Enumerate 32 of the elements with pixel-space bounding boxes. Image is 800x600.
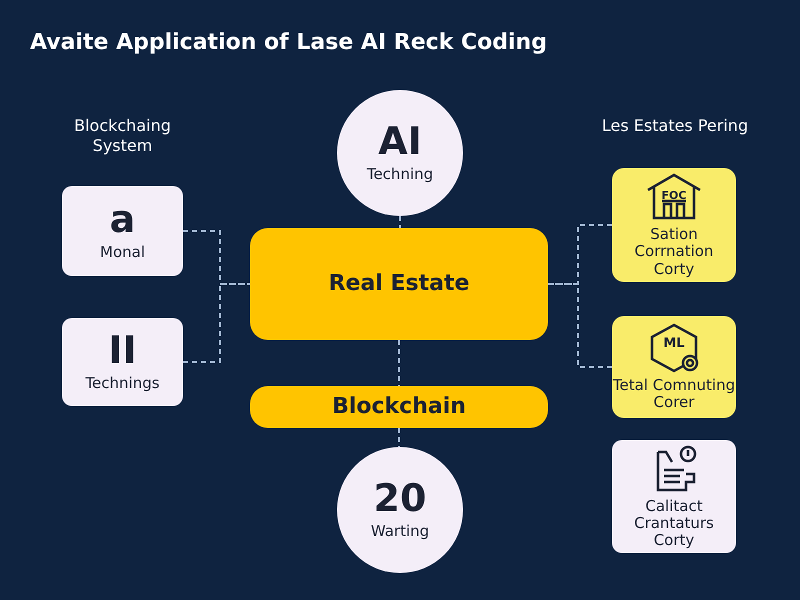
node-title: Blockchain [332, 394, 466, 420]
card [612, 440, 736, 553]
card [612, 316, 736, 418]
node-label: Tetal Comnuting Corer [612, 376, 736, 412]
node-symbol: II [108, 331, 137, 370]
column-heading: Blockchaing System [73, 116, 172, 156]
card [62, 186, 183, 276]
connector [548, 283, 612, 368]
node-label: Techning [366, 166, 434, 184]
card [62, 318, 183, 406]
icon-text: FOC [662, 190, 686, 203]
node-symbol: AI [378, 122, 422, 160]
node-label: Calitact Crantaturs Corty [633, 498, 715, 550]
connector [398, 428, 400, 447]
column-heading: Les Estates Pering [600, 116, 750, 136]
icon-text: ML [663, 336, 685, 352]
node-label: Technings [85, 375, 160, 393]
diagram-title: Avaite Application of Lase AI Reck Coding [30, 30, 547, 55]
card [612, 168, 736, 282]
connector [548, 224, 612, 285]
connector [183, 283, 250, 363]
connector [399, 216, 401, 228]
node-label: Warting [370, 523, 430, 541]
central-box [250, 228, 548, 340]
node-symbol: a [110, 200, 136, 238]
node-title: Real Estate [328, 271, 470, 297]
node-symbol: 20 [374, 479, 426, 518]
node-label: Sation Corrnation Corty [634, 226, 714, 278]
connector [183, 230, 250, 285]
node-label: Monal [100, 244, 145, 262]
connector [398, 340, 400, 386]
bar-node [250, 386, 548, 428]
